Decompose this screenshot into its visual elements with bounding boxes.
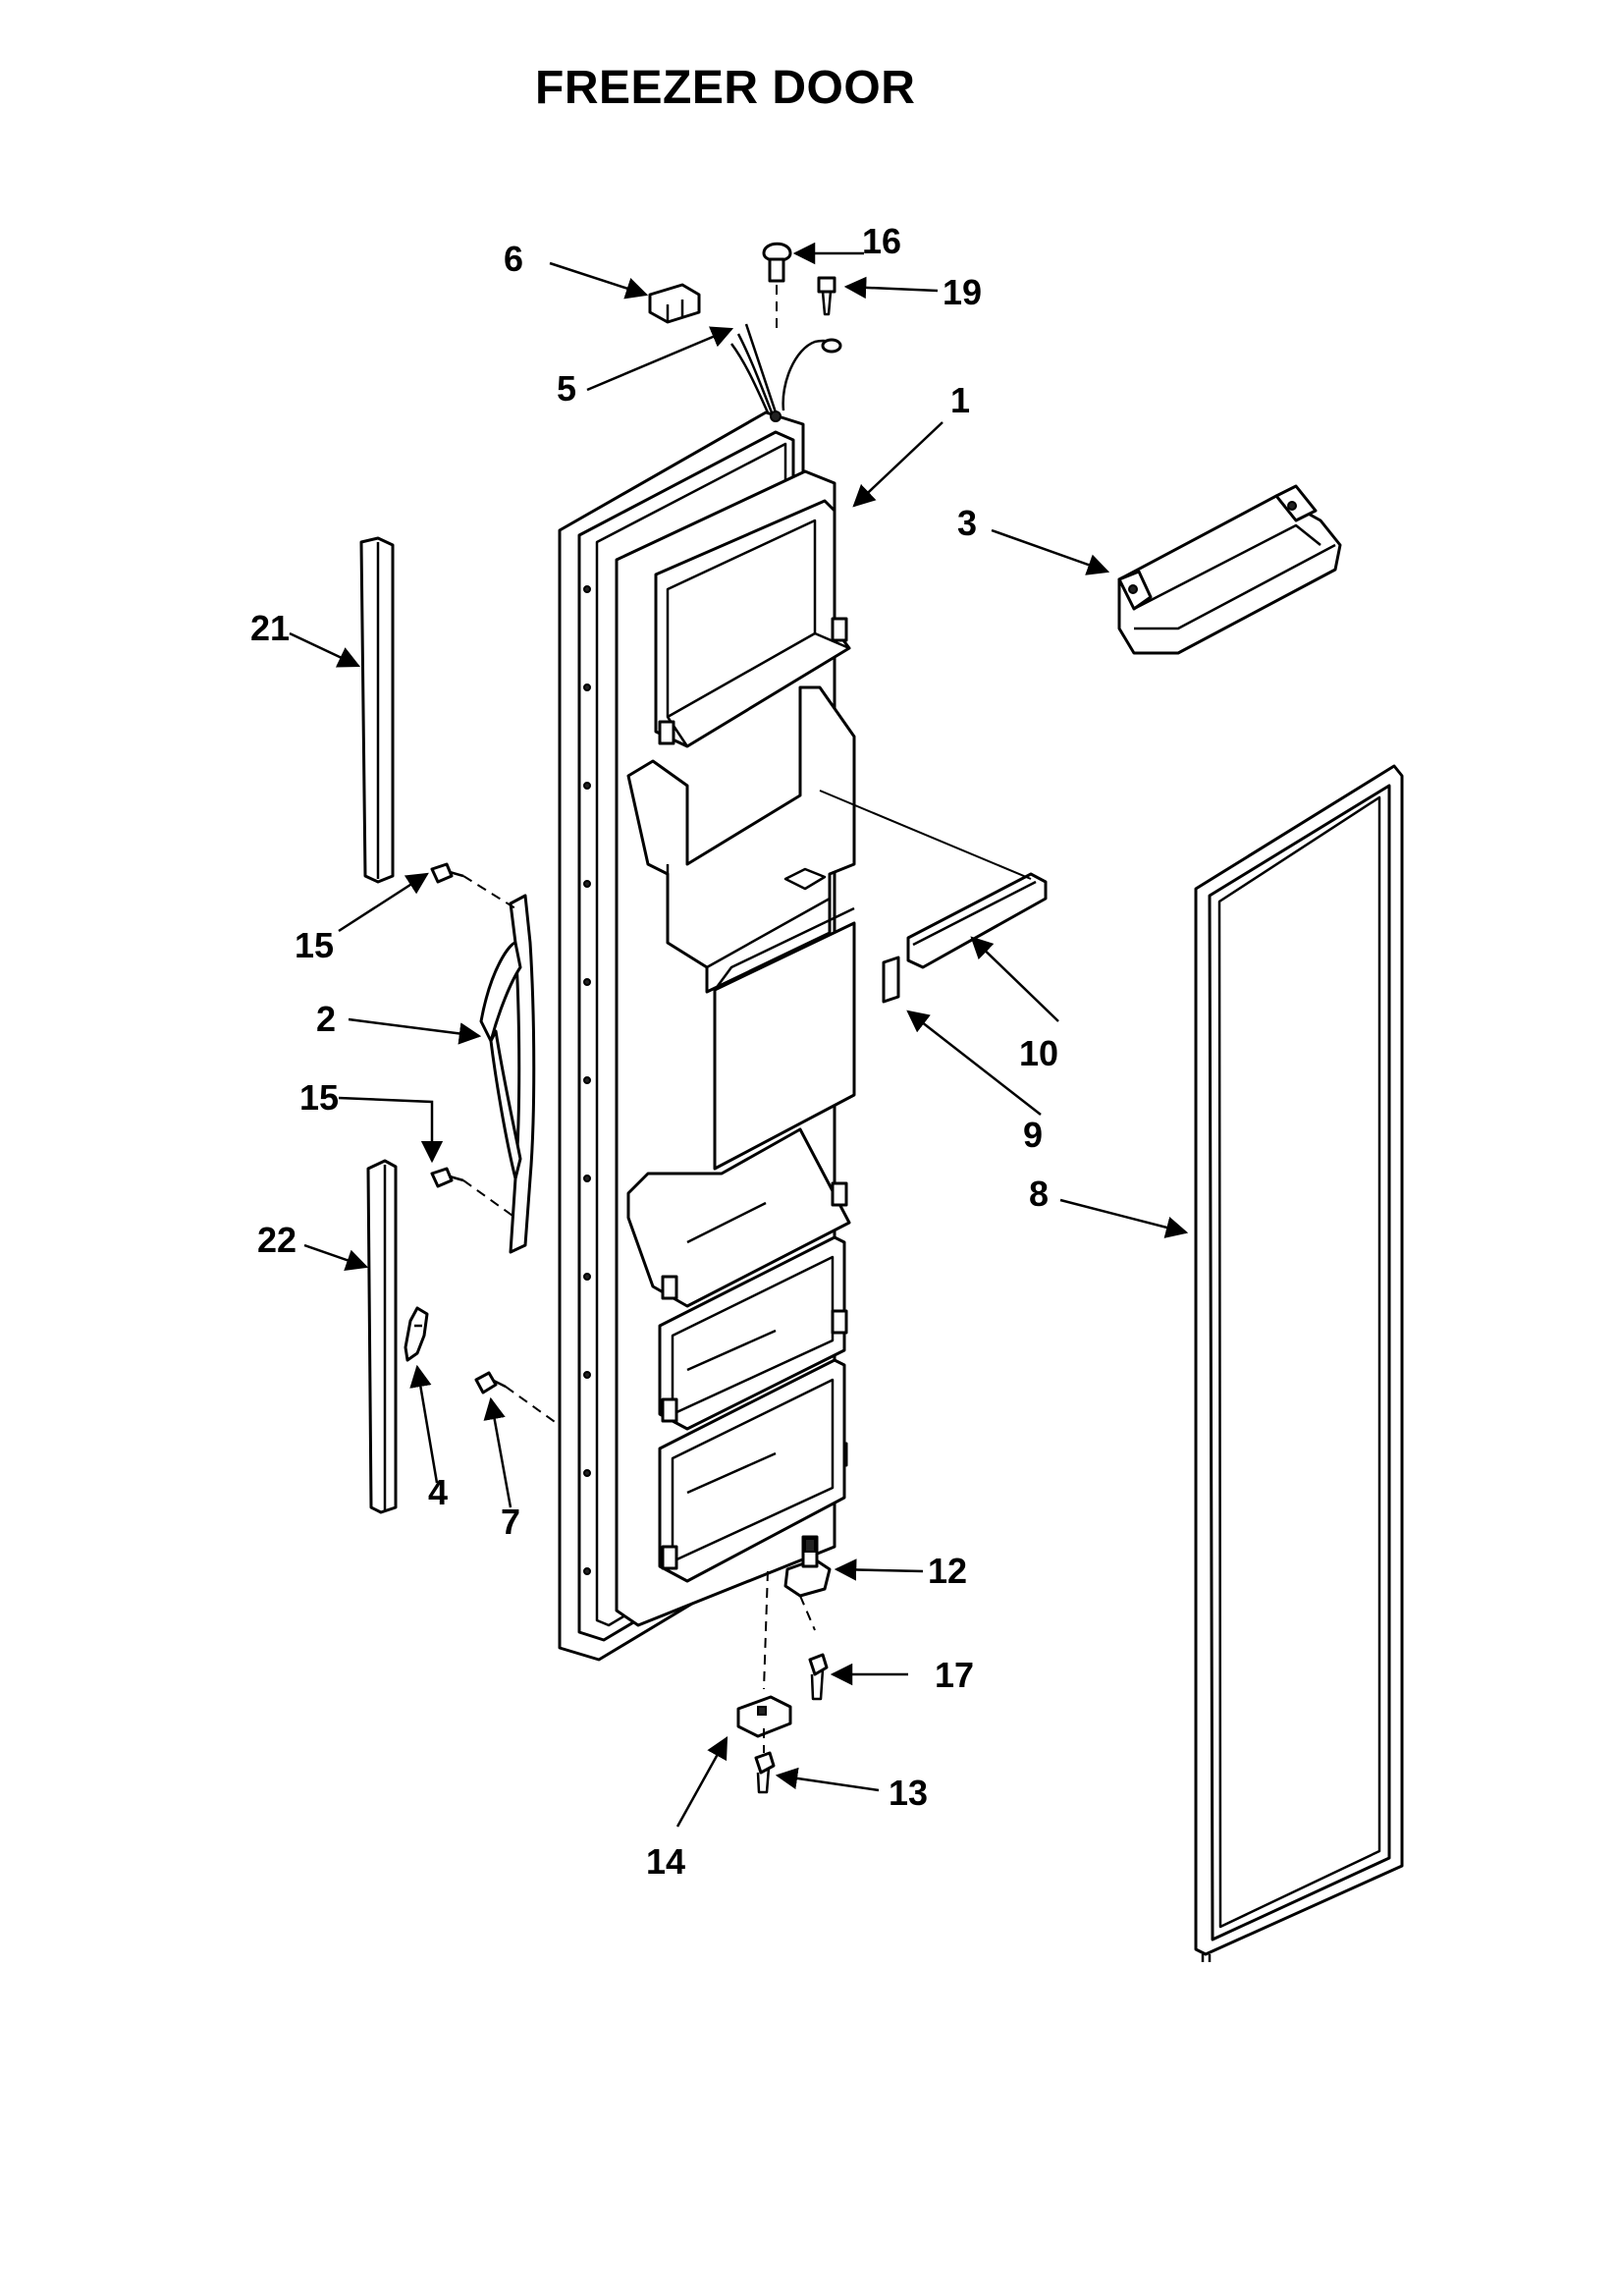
wire-connector bbox=[648, 283, 701, 324]
callout-15-upper: 15 bbox=[295, 925, 334, 965]
screw-15-lower bbox=[430, 1167, 516, 1219]
screw-15-upper bbox=[430, 862, 516, 909]
callout-14: 14 bbox=[646, 1841, 685, 1882]
plug-button bbox=[762, 242, 792, 334]
callout-9: 9 bbox=[1023, 1115, 1043, 1155]
callout-17: 17 bbox=[935, 1655, 974, 1695]
screw-17 bbox=[808, 1653, 829, 1701]
door-gasket bbox=[1194, 764, 1404, 1962]
hinge-bracket-14 bbox=[736, 1695, 792, 1753]
trim-strip-22 bbox=[366, 1159, 398, 1514]
callout-7: 7 bbox=[501, 1502, 520, 1542]
screw-13 bbox=[754, 1751, 776, 1794]
screw-7 bbox=[474, 1371, 559, 1425]
door-handle bbox=[479, 894, 536, 1254]
callout-12: 12 bbox=[928, 1551, 967, 1591]
screw-19 bbox=[817, 276, 836, 316]
callout-4: 4 bbox=[428, 1472, 448, 1512]
callout-5: 5 bbox=[557, 368, 576, 409]
leader-lines bbox=[289, 242, 1189, 1828]
callout-21: 21 bbox=[250, 608, 290, 648]
dispenser-trim-10 bbox=[819, 790, 1048, 969]
callout-6: 6 bbox=[504, 239, 523, 279]
wire-harness bbox=[729, 323, 842, 422]
callout-22: 22 bbox=[257, 1220, 297, 1260]
callout-1: 1 bbox=[950, 380, 970, 420]
callout-16: 16 bbox=[862, 221, 901, 261]
hinge-12 bbox=[763, 1535, 832, 1690]
callout-2: 2 bbox=[316, 999, 336, 1039]
trim-strip-21 bbox=[359, 536, 395, 884]
callout-13: 13 bbox=[889, 1773, 928, 1813]
callout-15-lower: 15 bbox=[299, 1077, 339, 1118]
dispenser-clip-9 bbox=[882, 956, 900, 1004]
callout-8: 8 bbox=[1029, 1174, 1049, 1214]
callout-3: 3 bbox=[957, 503, 977, 543]
door-clip bbox=[404, 1306, 429, 1362]
freezer-door-panel bbox=[558, 410, 856, 1662]
callout-19: 19 bbox=[943, 272, 982, 312]
shelf-bin bbox=[1117, 484, 1342, 655]
callout-10: 10 bbox=[1019, 1033, 1058, 1073]
page-title: FREEZER DOOR bbox=[535, 62, 916, 114]
